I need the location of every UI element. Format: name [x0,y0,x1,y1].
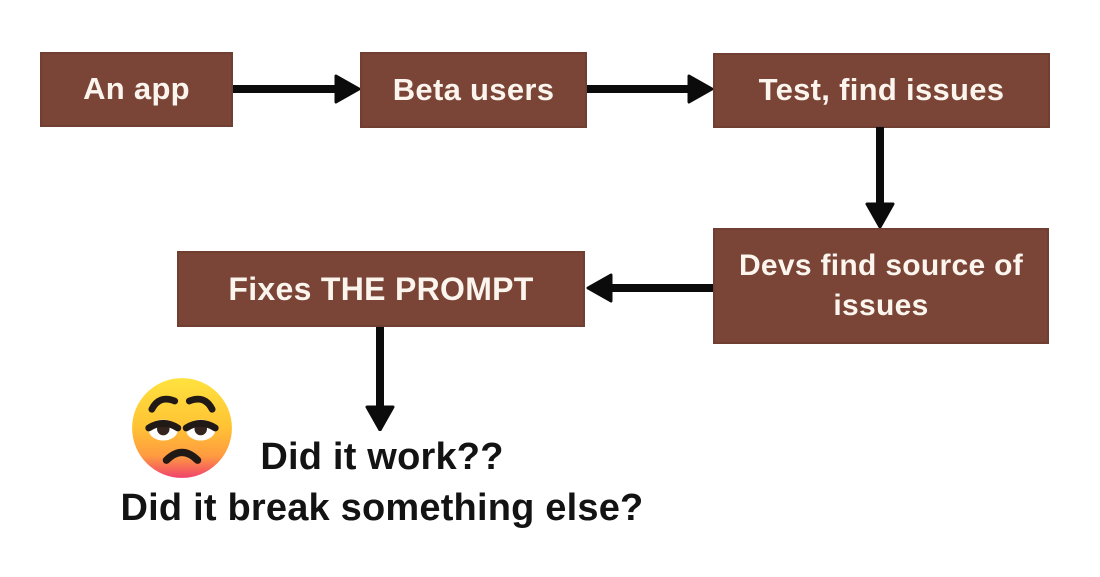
node-fixes-the-prompt: Fixes THE PROMPT [177,251,585,327]
arrow-down-icon [365,327,395,431]
node-test-find-issues: Test, find issues [713,53,1050,128]
node-label: Beta users [392,71,555,107]
question-did-it-break: Did it break something else? [120,487,644,529]
arrow-right-icon [233,74,360,104]
node-label: An app [83,71,190,107]
arrow-left-icon [586,273,713,303]
arrow-right-icon [587,74,713,104]
node-devs-find-source: Devs find source of issues [713,228,1049,344]
node-label: Devs find source of issues [738,249,1024,322]
unamused-face-emoji-icon [132,378,232,478]
node-label: Fixes THE PROMPT [228,270,534,307]
node-label: Test, find issues [758,72,1005,108]
node-beta-users: Beta users [360,52,587,128]
arrow-down-icon [865,127,895,228]
question-did-it-work: Did it work?? [260,436,504,478]
node-an-app: An app [40,52,233,127]
